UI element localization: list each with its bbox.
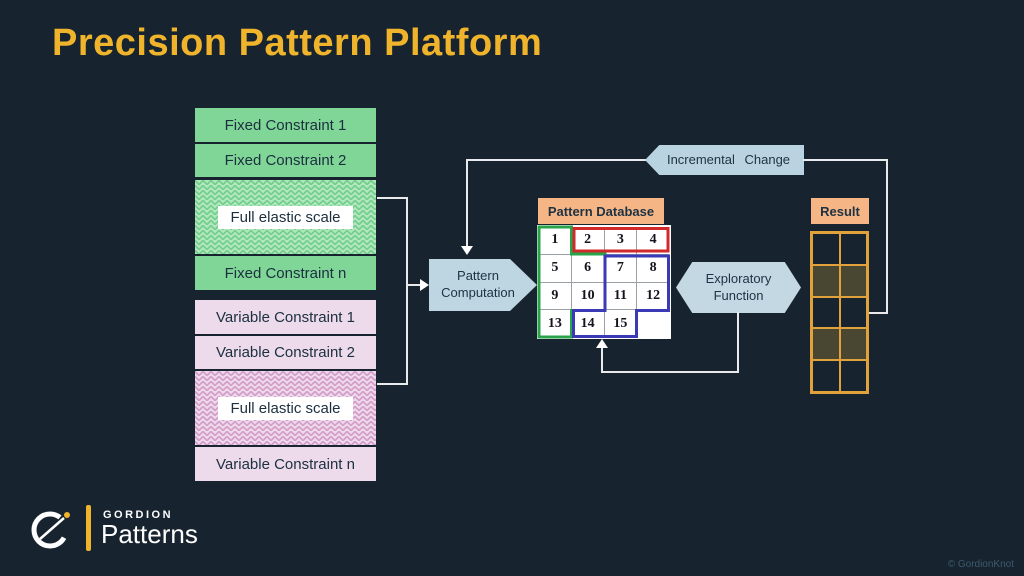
incremental-change-node: Incremental Change	[645, 145, 804, 175]
feedback-down-line	[737, 312, 739, 373]
result-cell	[839, 233, 867, 265]
database-cell-empty	[637, 310, 669, 337]
feedback-horizontal-line	[601, 371, 739, 373]
database-cell-7: 7	[604, 254, 637, 282]
result-grid	[810, 231, 869, 394]
result-header: Result	[811, 198, 869, 224]
result-cell	[839, 360, 867, 392]
variable-constraint-2-box: Variable Constraint 2	[195, 336, 376, 369]
database-cell-6: 6	[571, 254, 604, 282]
bracket-vertical-line	[406, 197, 408, 385]
fixed-constraint-1-label: Fixed Constraint 1	[224, 116, 347, 134]
pattern-computation-label-line1: Pattern	[457, 268, 499, 284]
result-title: Result	[820, 203, 860, 219]
pattern-database-title: Pattern Database	[547, 203, 655, 219]
variable-constraint-1-label: Variable Constraint 1	[216, 308, 355, 326]
fixed-elastic-scale-box: Full elastic scale	[195, 180, 376, 254]
pattern-computation-label-line2: Computation	[441, 285, 515, 300]
fixed-constraint-n-label: Fixed Constraint n	[224, 264, 347, 282]
variable-constraint-n-box: Variable Constraint n	[195, 447, 376, 481]
database-cell-15: 15	[604, 310, 637, 337]
variable-constraint-1-box: Variable Constraint 1	[195, 300, 376, 334]
pattern-computation-node: Pattern Computation	[429, 259, 537, 311]
exploratory-function-label-line2: Function	[713, 287, 764, 303]
database-cell-3: 3	[604, 227, 637, 254]
result-cell-filled	[839, 328, 867, 361]
database-cell-11: 11	[604, 282, 637, 310]
exploratory-function-label-line1: Exploratory	[705, 270, 772, 286]
copyright-text: © GordionKnot	[947, 559, 1014, 570]
fixed-constraint-2-label: Fixed Constraint 2	[224, 152, 347, 169]
arrowhead-up-into-database-icon	[596, 339, 608, 348]
feedback-up-line	[601, 348, 603, 373]
result-cell-filled	[812, 264, 840, 297]
pattern-database-header: Pattern Database	[538, 198, 664, 224]
fixed-constraint-1-box: Fixed Constraint 1	[195, 108, 376, 142]
pattern-database-grid: 1 2 3 4 5 6 7 8 9 10 11 12 13 14 15	[537, 225, 671, 339]
result-cell-filled	[839, 264, 867, 297]
result-cell	[812, 296, 840, 329]
incremental-left-line	[466, 159, 646, 161]
bracket-top-line	[377, 197, 408, 199]
database-cell-14: 14	[571, 310, 604, 337]
bracket-bottom-line	[377, 383, 408, 385]
incremental-change-label: Incremental Change	[666, 151, 791, 167]
arrowhead-down-into-computation-icon	[461, 246, 473, 255]
result-cell	[812, 360, 840, 392]
database-cell-1: 1	[539, 227, 571, 254]
database-cell-13: 13	[539, 310, 571, 337]
database-cell-12: 12	[637, 282, 669, 310]
gordion-logo-icon	[31, 511, 70, 549]
incremental-right-line	[803, 159, 888, 161]
fixed-constraint-2-box: Fixed Constraint 2	[195, 144, 376, 177]
database-cell-5: 5	[539, 254, 571, 282]
brand-name-bottom: Patterns	[101, 519, 198, 549]
variable-elastic-scale-box: Full elastic scale	[195, 371, 376, 445]
incremental-down-line	[466, 159, 468, 246]
fixed-elastic-scale-label: Full elastic scale	[218, 205, 353, 229]
fixed-constraint-n-box: Fixed Constraint n	[195, 256, 376, 290]
result-feed-vertical-line	[886, 159, 888, 314]
database-cell-4: 4	[637, 227, 669, 254]
bracket-to-computation-line	[406, 284, 421, 286]
variable-constraint-2-label: Variable Constraint 2	[216, 344, 355, 361]
result-cell-filled	[812, 328, 840, 361]
database-cell-10: 10	[571, 282, 604, 310]
page-title: Precision Pattern Platform	[52, 22, 543, 64]
brand-name-top: GORDION	[103, 509, 174, 521]
variable-elastic-scale-label: Full elastic scale	[218, 396, 353, 420]
variable-constraint-n-label: Variable Constraint n	[216, 455, 355, 473]
arrowhead-into-computation-icon	[420, 279, 429, 291]
result-cell	[812, 233, 840, 265]
database-cell-8: 8	[637, 254, 669, 282]
logo-divider-bar	[86, 505, 91, 551]
exploratory-function-node: Exploratory Function	[676, 262, 801, 313]
database-cell-9: 9	[539, 282, 571, 310]
result-cell	[839, 296, 867, 329]
database-cell-2: 2	[571, 227, 604, 254]
result-feed-horizontal-line	[868, 312, 888, 314]
